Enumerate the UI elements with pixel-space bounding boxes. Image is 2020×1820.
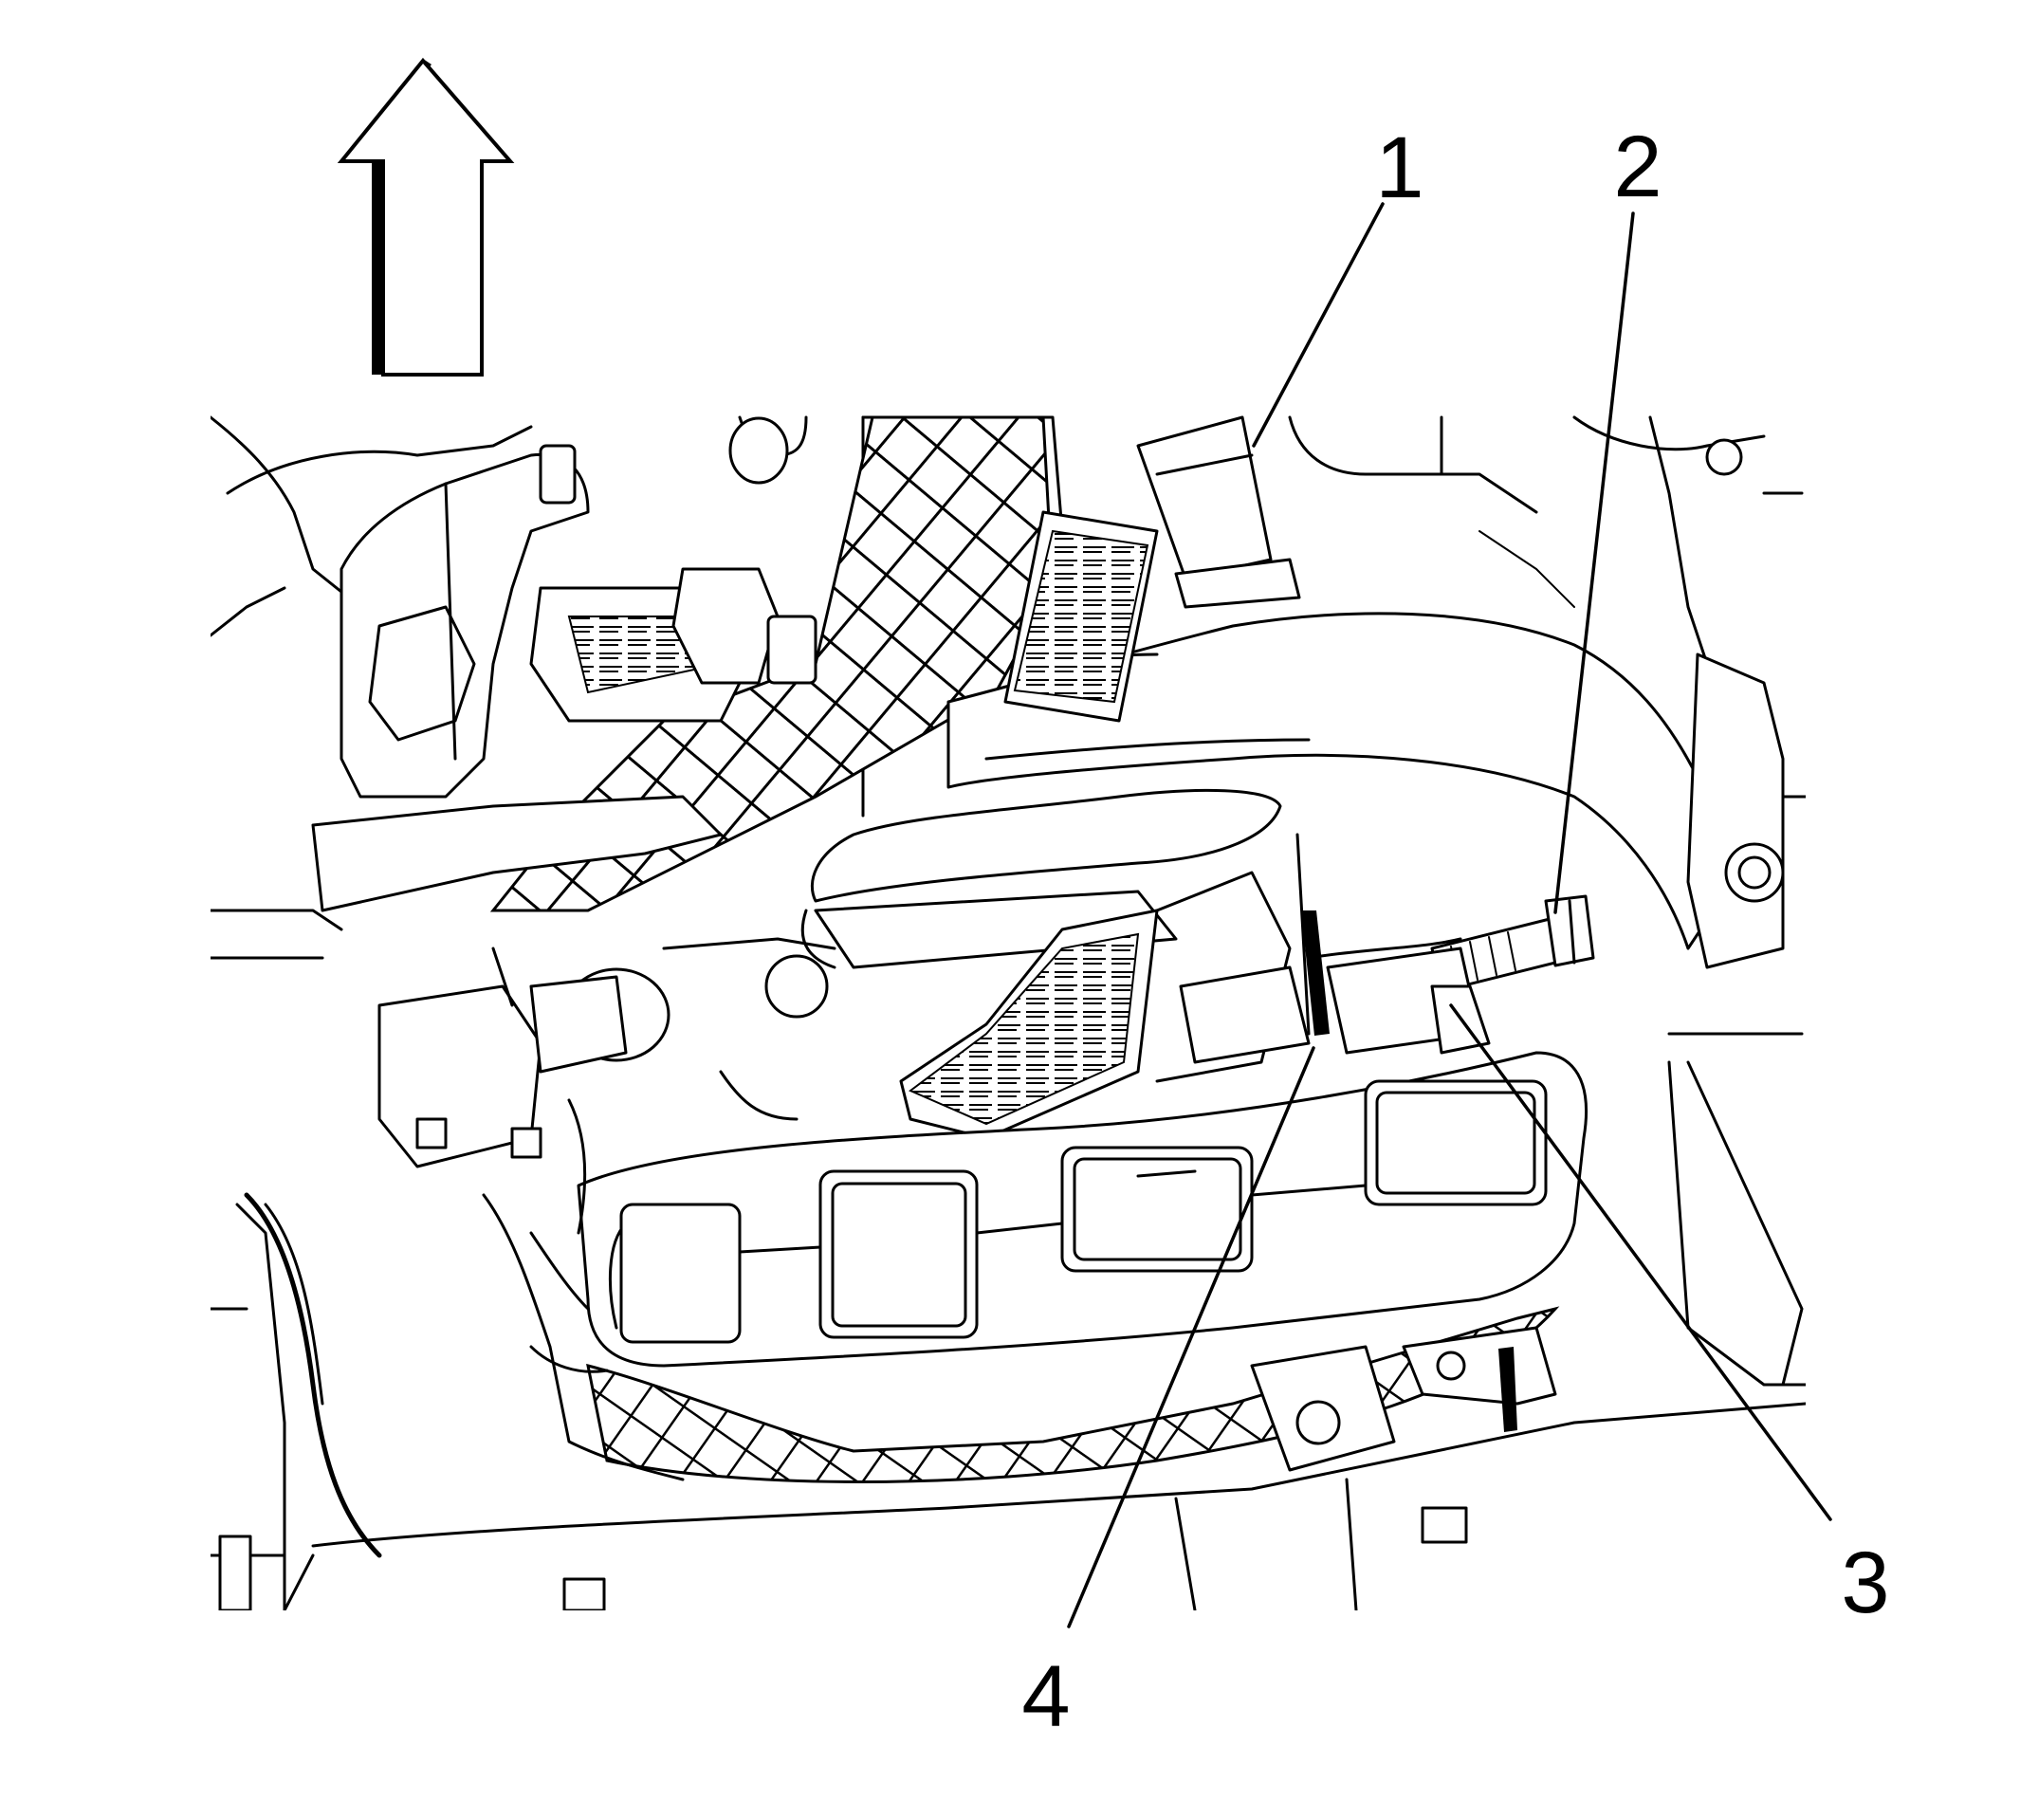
right-mount-bracket <box>1667 653 1806 1387</box>
connector-block <box>1179 937 1491 1064</box>
retainer-clip <box>1295 833 1330 1036</box>
callout-label-1: 1 <box>1375 119 1423 216</box>
upper-background-structure <box>211 415 1804 960</box>
center-module <box>899 510 1292 1140</box>
air-duct <box>482 1051 1588 1483</box>
callout-leaders <box>1067 202 1832 1628</box>
leader-line-2 <box>1553 211 1635 914</box>
leader-line-4 <box>1067 1046 1315 1628</box>
interior-component-view <box>211 415 1806 1610</box>
up-arrow-icon <box>337 57 515 377</box>
callout-labels: 1 2 3 4 <box>1021 119 1889 1745</box>
callout-label-2: 2 <box>1613 119 1662 215</box>
wire-harness <box>244 1098 590 1558</box>
leader-line-3 <box>1449 1003 1832 1521</box>
leader-line-1 <box>1252 202 1385 448</box>
callout-label-3: 3 <box>1841 1535 1889 1631</box>
actuator-assembly <box>377 937 836 1168</box>
callout-label-4: 4 <box>1021 1648 1070 1745</box>
upper-bracket <box>1136 415 1301 609</box>
left-support-bracket <box>311 444 817 912</box>
lower-floor-panel <box>211 1203 1806 1610</box>
